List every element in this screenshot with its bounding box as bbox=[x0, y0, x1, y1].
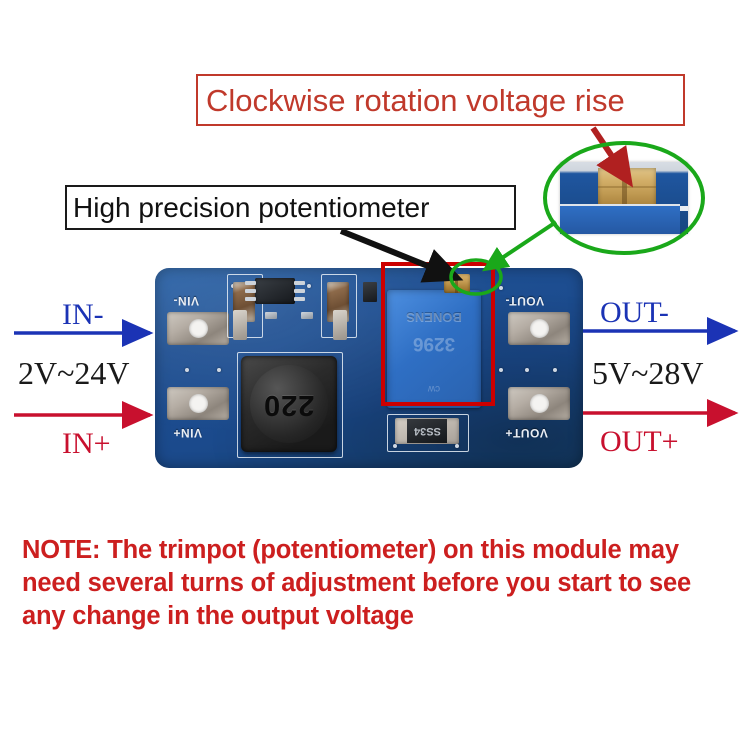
label-out-positive: OUT+ bbox=[600, 425, 679, 458]
pad-vin-plus bbox=[167, 387, 229, 420]
power-inductor: 220 bbox=[241, 356, 337, 452]
ic-mt3608 bbox=[245, 278, 305, 304]
smd-passive bbox=[265, 312, 277, 319]
pcb-module: VIN- VIN+ VOUT- VOUT+ bbox=[155, 268, 583, 468]
via bbox=[525, 368, 529, 372]
inset-trimpot-body bbox=[560, 204, 680, 234]
schottky-diode: SS34 bbox=[395, 418, 459, 444]
pad-vout-plus bbox=[508, 387, 570, 420]
label-in-positive: IN+ bbox=[62, 427, 111, 460]
trimpot-cw-mark: cw bbox=[427, 383, 441, 394]
silk-outline-inductor bbox=[237, 352, 343, 458]
via bbox=[499, 286, 503, 290]
pad-hole bbox=[529, 394, 549, 413]
magnified-screw-inset bbox=[560, 162, 688, 234]
inductor-core: 220 bbox=[250, 365, 328, 443]
diode-marking: SS34 bbox=[413, 425, 441, 437]
pad-hole bbox=[188, 394, 208, 413]
silk-vin-plus: VIN+ bbox=[173, 426, 203, 440]
label-out-negative: OUT- bbox=[600, 296, 669, 329]
ic-leg bbox=[294, 297, 305, 301]
label-input-range: 2V~24V bbox=[18, 355, 130, 391]
via bbox=[455, 444, 459, 448]
ic-leg bbox=[245, 297, 256, 301]
ic-leg bbox=[294, 281, 305, 285]
inductor-tab bbox=[333, 310, 347, 340]
trimpot-adjustment-screw[interactable] bbox=[444, 274, 470, 293]
callout-high-precision-potentiometer: High precision potentiometer bbox=[65, 185, 516, 230]
trimpot-brand: BONENS bbox=[406, 310, 462, 325]
silk-outline-diode bbox=[387, 414, 469, 452]
via bbox=[499, 368, 503, 372]
pad-vin-minus bbox=[167, 312, 229, 345]
trimpot-potentiometer[interactable]: BONENS 3296 cw bbox=[387, 290, 481, 408]
silk-vout-minus: VOUT- bbox=[505, 294, 545, 308]
silk-vout-plus: VOUT+ bbox=[505, 426, 548, 440]
trimpot-model: 3296 bbox=[412, 333, 456, 354]
label-output-range: 5V~28V bbox=[592, 355, 704, 391]
ic-leg bbox=[245, 289, 256, 293]
diode-body: SS34 bbox=[407, 419, 447, 443]
callout-clockwise-rotation: Clockwise rotation voltage rise bbox=[196, 74, 685, 126]
via bbox=[217, 368, 221, 372]
resistor-smd bbox=[363, 282, 377, 302]
via bbox=[393, 444, 397, 448]
label-in-negative: IN- bbox=[62, 298, 104, 331]
smd-passive bbox=[301, 312, 313, 319]
via bbox=[185, 368, 189, 372]
via bbox=[307, 284, 311, 288]
inductor-tab bbox=[233, 310, 247, 340]
note-text: NOTE: The trimpot (potentiometer) on thi… bbox=[22, 536, 691, 631]
pad-hole bbox=[188, 319, 208, 338]
pad-hole bbox=[529, 319, 549, 338]
via bbox=[553, 368, 557, 372]
pad-vout-minus bbox=[508, 312, 570, 345]
ic-leg bbox=[245, 281, 256, 285]
ic-leg bbox=[294, 289, 305, 293]
inductor-marking: 220 bbox=[263, 388, 315, 421]
silk-vin-minus: VIN- bbox=[173, 294, 199, 308]
